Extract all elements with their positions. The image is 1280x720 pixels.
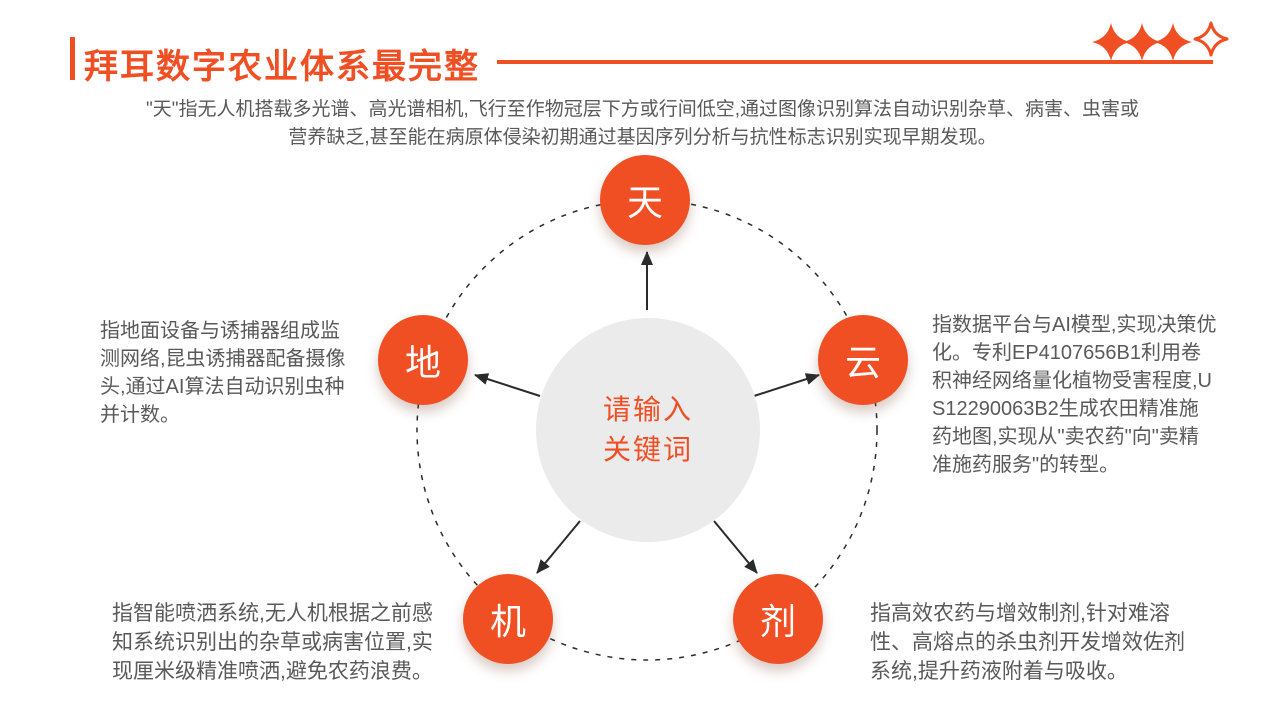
sparkle-outline-icon <box>1193 21 1229 57</box>
sparkles-decoration <box>1092 21 1229 61</box>
keyword-placeholder-line1: 请输入 <box>602 394 693 425</box>
description-tian: "天"指无人机搭载多光谱、高光谱相机,飞行至作物冠层下方或行间低空,通过图像识别… <box>145 99 1140 148</box>
title-accent-bar <box>70 37 75 80</box>
arrow-to-yun <box>753 373 820 397</box>
node-ji-label: 机 <box>489 601 526 642</box>
node-di: 地 <box>378 315 468 405</box>
node-jiji-label: 剂 <box>759 601 796 642</box>
node-yun: 云 <box>818 315 908 405</box>
sparkle-filled-icon <box>1092 23 1130 61</box>
sparkle-filled-icon <box>1123 23 1161 61</box>
title-rule <box>497 60 1213 64</box>
node-ji: 机 <box>463 574 553 664</box>
page-title: 拜耳数字农业体系最完整 <box>84 48 480 86</box>
node-tian: 天 <box>600 155 690 245</box>
description-di: 指地面设备与诱捕器组成监测网络,昆虫诱捕器配备摄像头,通过AI算法自动识别虫种并… <box>100 320 346 426</box>
description-ji: 指智能喷洒系统,无人机根据之前感知系统识别出的杂草或病害位置,实现厘米级精准喷洒… <box>112 602 433 683</box>
arrow-to-di <box>474 373 541 397</box>
keyword-input-placeholder[interactable]: 请输入 关键词 <box>536 318 760 542</box>
node-jiji: 剂 <box>733 574 823 664</box>
arrow-to-ji <box>536 520 581 574</box>
sparkle-filled-icon <box>1154 23 1192 61</box>
node-yun-label: 云 <box>844 342 881 383</box>
arrow-to-jiji <box>713 520 758 574</box>
keyword-placeholder-line2: 关键词 <box>602 434 693 465</box>
node-di-label: 地 <box>404 342 441 383</box>
description-yun: 指数据平台与AI模型,实现决策优化。专利EP4107656B1利用卷积神经网络量… <box>932 314 1217 476</box>
description-jiji: 指高效农药与增效制剂,针对难溶性、高熔点的杀虫剂开发增效佐剂系统,提升药液附着与… <box>870 602 1185 683</box>
node-tian-label: 天 <box>626 182 663 223</box>
